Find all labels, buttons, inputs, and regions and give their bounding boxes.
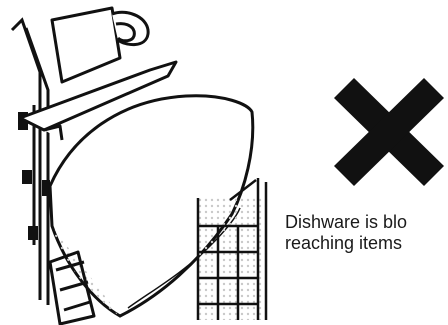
lower-basket: [198, 178, 268, 320]
rack-rail: [12, 20, 48, 305]
caption: Dishware is blo reaching items: [285, 212, 448, 254]
caption-line-2: reaching items: [285, 233, 448, 254]
x-mark-icon: [334, 78, 444, 186]
dishwasher-rack-illustration: [0, 0, 300, 325]
cup: [52, 8, 148, 82]
caption-line-1: Dishware is blo: [285, 212, 448, 233]
